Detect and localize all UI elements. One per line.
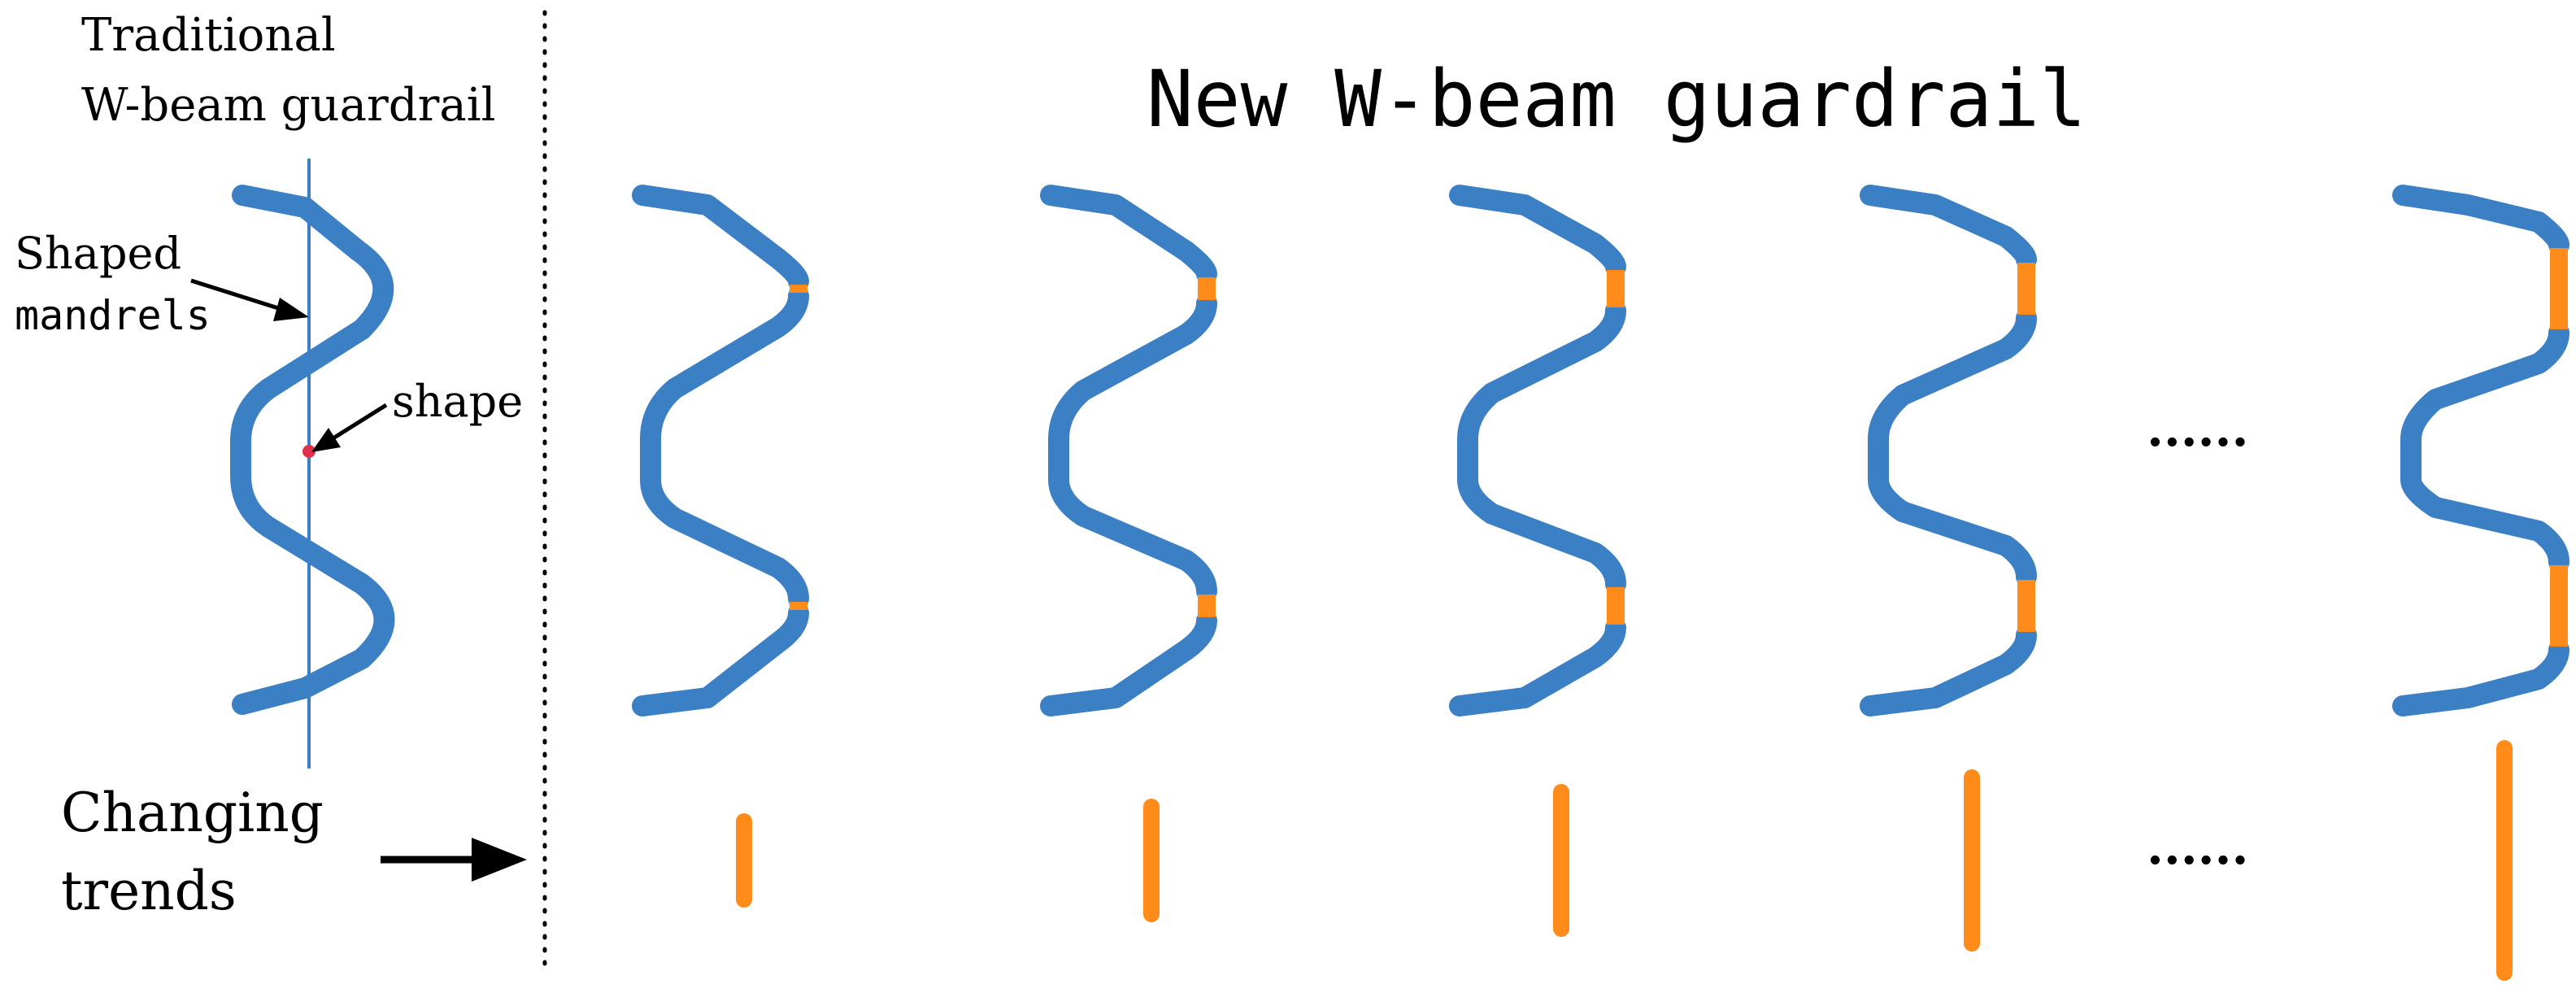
trend-arrow bbox=[381, 838, 527, 882]
traditional-beam-profile bbox=[230, 185, 395, 715]
trends-ellipsis: ...... bbox=[2147, 819, 2248, 876]
traditional-guardrail bbox=[230, 159, 395, 769]
changing-trend-bars bbox=[736, 740, 2513, 981]
shape-dot bbox=[302, 445, 315, 458]
new-guardrail-variants bbox=[632, 185, 2569, 716]
new-guardrail-variant-5 bbox=[2392, 185, 2569, 716]
beam-profile-1 bbox=[632, 185, 809, 716]
mandrel-pointer-arrow bbox=[190, 278, 309, 321]
new-guardrail-variant-3 bbox=[1449, 185, 1626, 716]
new-guardrail-variant-1 bbox=[632, 185, 809, 716]
new-guardrail-title: New W-beam guardrail bbox=[1147, 54, 2086, 145]
shape-label: shape bbox=[392, 376, 523, 427]
beam-profile-3 bbox=[1449, 185, 1626, 716]
shape-pointer-arrow bbox=[311, 403, 388, 452]
traditional-title-line2: W-beam guardrail bbox=[81, 79, 496, 132]
new-guardrail-variant-2 bbox=[1040, 185, 1217, 716]
shaped-mandrels-label-line2: mandrels bbox=[15, 292, 211, 339]
changing-trends-label-line1: Changing bbox=[61, 782, 324, 844]
beam-profile-2 bbox=[1040, 185, 1217, 716]
changing-trends-label-line2: trends bbox=[61, 860, 237, 922]
new-guardrail-variant-4 bbox=[1860, 185, 2037, 716]
beam-profile-4 bbox=[1860, 185, 2037, 716]
shaped-mandrels-label-line1: Shaped bbox=[15, 228, 181, 279]
beam-profile-5 bbox=[2392, 185, 2569, 716]
traditional-title-line1: Traditional bbox=[81, 9, 336, 62]
variants-ellipsis: ...... bbox=[2147, 401, 2248, 458]
